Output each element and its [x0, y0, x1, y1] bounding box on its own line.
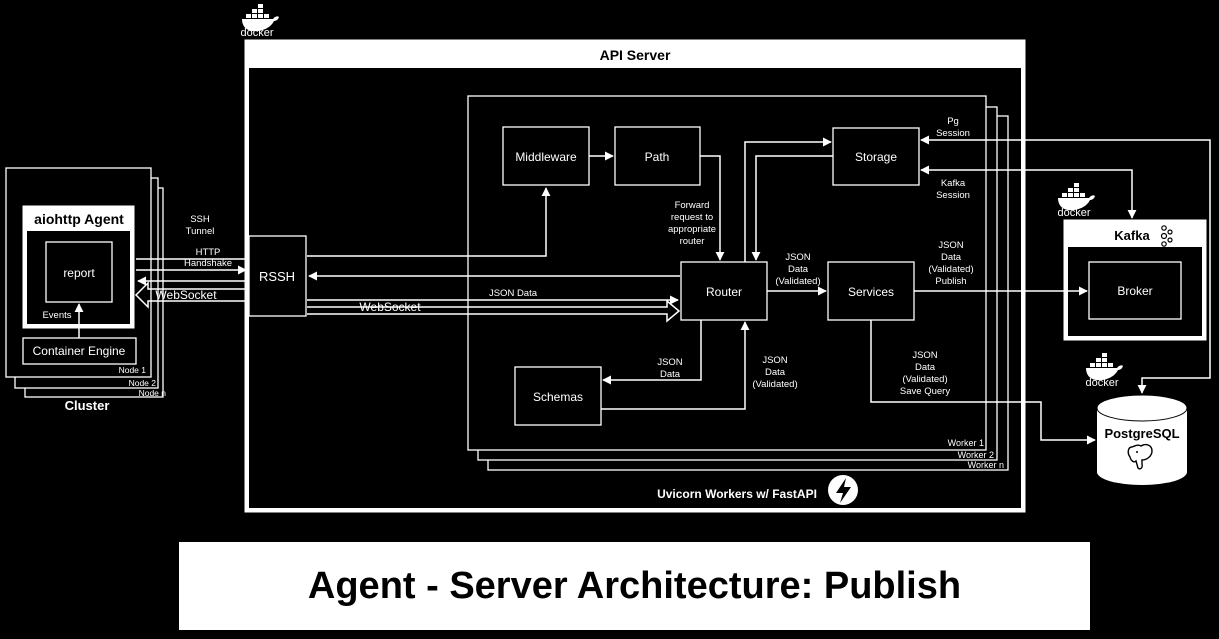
forward-label-1: Forward — [675, 200, 710, 211]
forward-label-3: appropriate — [668, 224, 716, 235]
router-schemas-label-2: Data — [660, 369, 681, 380]
websocket-agent-arrow — [134, 281, 246, 309]
services-box — [827, 261, 915, 321]
docker-api-logo: docker — [240, 4, 279, 39]
pg-session-arrow — [920, 135, 1211, 394]
http-handshake-label-2: Handshake — [184, 258, 232, 269]
forward-label-2: request to — [671, 212, 713, 223]
schemas-router-label-2: Data — [765, 367, 786, 378]
publish-label-4: Publish — [935, 276, 966, 287]
worker-n-label: Worker n — [968, 460, 1004, 470]
websocket-rssh-arrow — [307, 299, 681, 323]
cluster-label: Cluster — [65, 398, 110, 413]
router-services-label-2: Data — [788, 264, 809, 275]
middleware-label: Middleware — [515, 150, 577, 164]
worker-1-label: Worker 1 — [948, 438, 984, 448]
websocket-rssh-label: WebSocket — [359, 300, 421, 314]
svg-text:docker: docker — [240, 27, 273, 39]
save-query-label-4: Save Query — [900, 386, 950, 397]
publish-label-3: (Validated) — [928, 264, 973, 275]
save-query-label-3: (Validated) — [902, 374, 947, 385]
kafka-session-label-1: Kafka — [941, 178, 966, 189]
json-data-label: JSON Data — [489, 288, 538, 299]
forward-label-4: router — [680, 236, 705, 247]
schemas-label: Schemas — [533, 390, 583, 404]
router-box — [680, 261, 768, 321]
path-box — [614, 126, 701, 186]
kafka-icon — [1160, 225, 1173, 247]
svg-text:docker: docker — [1085, 377, 1118, 389]
postgres-elephant-icon — [1127, 443, 1153, 470]
report-box — [45, 241, 113, 303]
postgresql-label: PostgreSQL — [1104, 426, 1179, 441]
websocket-agent-label: WebSocket — [155, 288, 217, 302]
services-label: Services — [848, 285, 894, 299]
router-services-label-1: JSON — [785, 252, 810, 263]
broker-label: Broker — [1117, 284, 1152, 298]
pg-session-label-1: Pg — [947, 116, 959, 127]
rssh-label: RSSH — [259, 269, 295, 284]
save-query-label-1: JSON — [912, 350, 937, 361]
ssh-tunnel-label-1: SSH — [190, 214, 210, 225]
node-1-label: Node 1 — [119, 365, 147, 375]
storage-label: Storage — [855, 150, 897, 164]
path-router-arrow — [700, 155, 725, 261]
storage-router-arrow — [751, 155, 833, 261]
publish-label-2: Data — [941, 252, 962, 263]
http-handshake-label-1: HTTP — [196, 247, 221, 258]
cluster: Node 1 Node 2 Node n Cluster aiohttp Age… — [5, 167, 167, 413]
path-label: Path — [645, 150, 670, 164]
kafka-session-arrow — [920, 165, 1137, 219]
container-engine-label: Container Engine — [33, 344, 126, 358]
ssh-tunnel-label-2: Tunnel — [186, 226, 215, 237]
node-n-label: Node n — [139, 388, 167, 398]
container-engine-box — [22, 337, 137, 365]
events-label: Events — [42, 310, 71, 321]
schemas-router-label-3: (Validated) — [752, 379, 797, 390]
save-query-label-2: Data — [915, 362, 936, 373]
report-label: report — [63, 266, 95, 280]
docker-postgres-logo: docker — [1085, 353, 1123, 389]
router-services-label-3: (Validated) — [775, 276, 820, 287]
publish-label-1: JSON — [938, 240, 963, 251]
worker-2-label: Worker 2 — [958, 450, 994, 460]
schemas-router-label-1: JSON — [762, 355, 787, 366]
save-query-arrow — [870, 320, 1096, 445]
node-2-label: Node 2 — [129, 378, 157, 388]
svg-text:docker: docker — [1057, 207, 1090, 219]
router-storage-arrow — [744, 137, 832, 262]
rssh-middleware-arrow — [307, 187, 551, 257]
edge-labels: SSH Tunnel HTTP Handshake WebSocket WebS… — [155, 116, 973, 397]
rssh-box — [248, 235, 307, 317]
kafka-session-label-2: Session — [936, 190, 970, 201]
uvicorn-caption: Uvicorn Workers w/ FastAPI — [657, 487, 817, 501]
schemas-box — [514, 366, 602, 426]
storage-box — [832, 127, 920, 186]
fastapi-bolt-icon — [828, 475, 858, 505]
docker-kafka-logo: docker — [1057, 183, 1095, 219]
api-server-title: API Server — [600, 47, 671, 63]
title-banner: Agent - Server Architecture: Publish — [179, 542, 1090, 630]
aiohttp-agent-title: aiohttp Agent — [34, 211, 124, 227]
schemas-router-arrow — [601, 321, 750, 410]
router-schemas-arrow — [602, 320, 702, 385]
pg-session-label-2: Session — [936, 128, 970, 139]
middleware-box — [502, 126, 590, 186]
page-title: Agent - Server Architecture: Publish — [307, 564, 962, 607]
router-label: Router — [706, 285, 742, 299]
router-schemas-label-1: JSON — [657, 357, 682, 368]
kafka-title: Kafka — [1114, 228, 1150, 243]
postgresql-db: PostgreSQL — [1096, 394, 1188, 485]
